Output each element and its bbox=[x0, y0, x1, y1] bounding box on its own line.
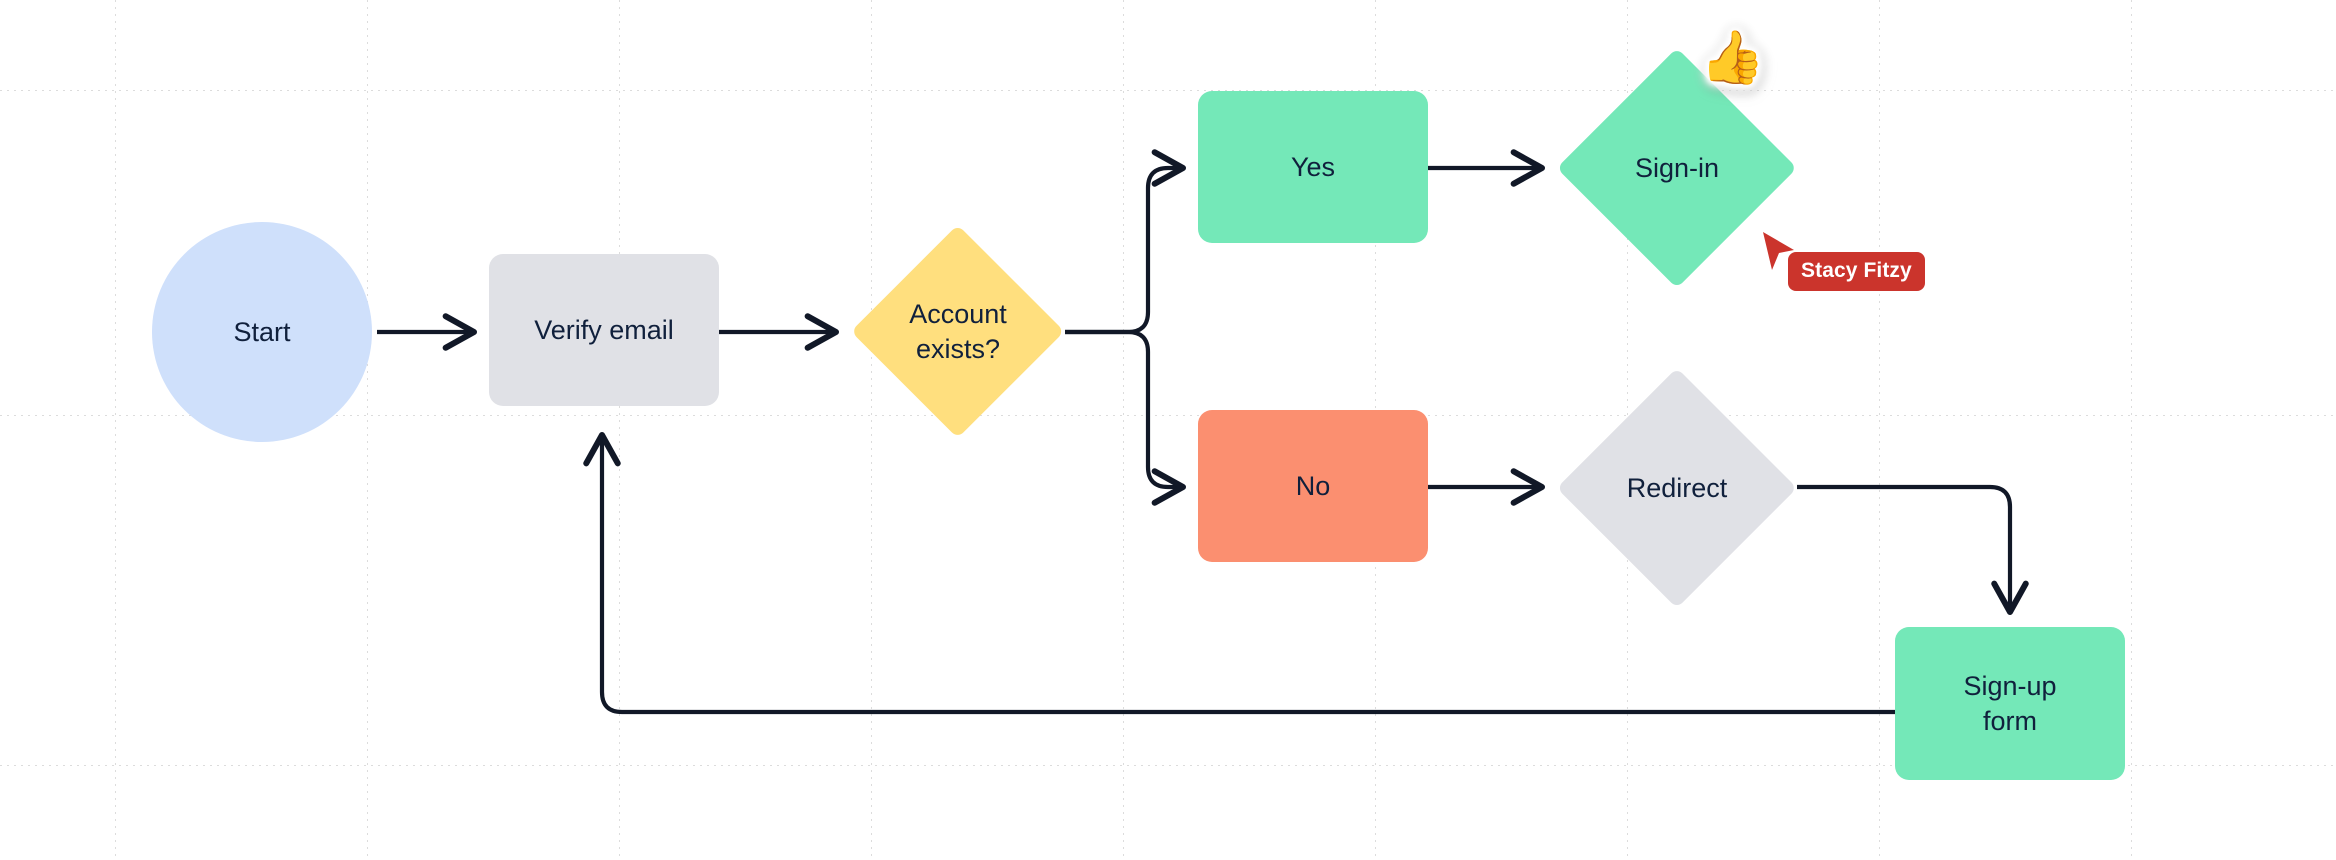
grid-line-horizontal bbox=[0, 415, 2336, 416]
node-start[interactable]: Start bbox=[152, 222, 372, 442]
node-no-label: No bbox=[1295, 470, 1331, 501]
node-start-label: Start bbox=[233, 316, 291, 347]
node-yes-label: Yes bbox=[1290, 151, 1336, 182]
node-verify-email[interactable]: Verify email bbox=[489, 254, 719, 406]
node-sign-in[interactable]: Sign-in bbox=[1556, 47, 1797, 288]
grid-line-vertical bbox=[871, 0, 872, 860]
edge-redirect-to-signup-form bbox=[1797, 484, 2029, 615]
cursor-pointer-icon bbox=[1763, 232, 1794, 270]
grid-line-horizontal bbox=[0, 90, 2336, 91]
node-no[interactable]: No bbox=[1198, 410, 1428, 562]
grid-line-vertical bbox=[1879, 0, 1880, 860]
edge-account-exists-to-no bbox=[1065, 329, 1186, 506]
node-sign-in-label: Sign-in bbox=[1634, 152, 1720, 183]
grid-line-vertical bbox=[367, 0, 368, 860]
thumbs-up-icon[interactable]: 👍 bbox=[1700, 29, 1765, 87]
grid-line-vertical bbox=[1123, 0, 1124, 860]
grid-line-vertical bbox=[115, 0, 116, 860]
node-redirect-label: Redirect bbox=[1626, 472, 1728, 503]
edge-account-exists-to-yes bbox=[1065, 149, 1186, 335]
grid-line-vertical bbox=[619, 0, 620, 860]
node-redirect[interactable]: Redirect bbox=[1556, 367, 1797, 608]
grid-line-horizontal bbox=[0, 765, 2336, 766]
collaborator-cursor-name: Stacy Fitzy bbox=[1788, 252, 1925, 291]
grid-line-vertical bbox=[2131, 0, 2132, 860]
node-verify-email-label: Verify email bbox=[534, 314, 674, 345]
node-yes[interactable]: Yes bbox=[1198, 91, 1428, 243]
